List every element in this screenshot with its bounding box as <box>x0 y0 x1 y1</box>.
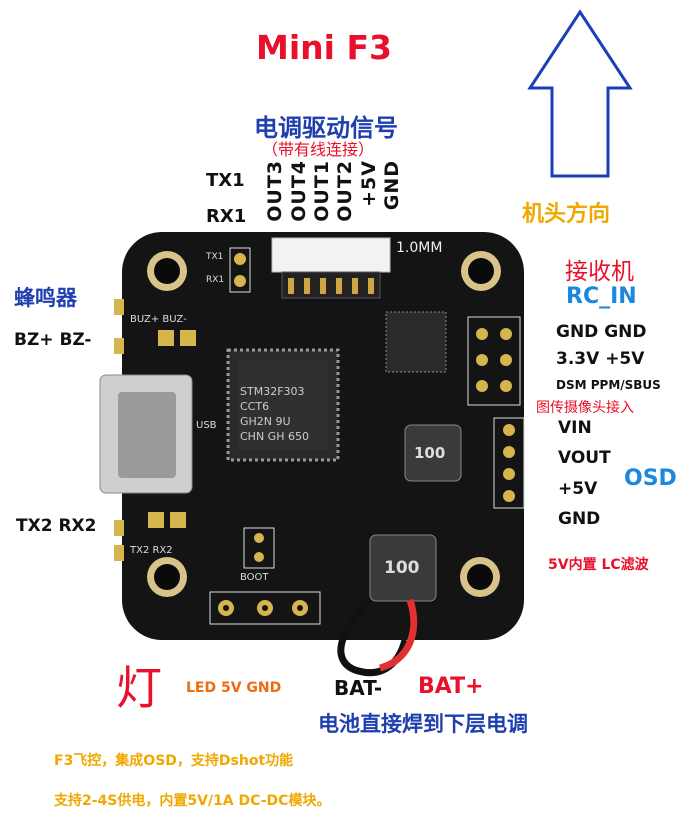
silk-tx1: TX1 <box>206 252 224 262</box>
buzzer-pads <box>114 299 196 354</box>
esc-connector <box>271 237 391 299</box>
osd-pin-vin: VIN <box>558 418 592 438</box>
osd-pin-vout: VOUT <box>558 448 611 468</box>
led-pins: LED 5V GND <box>186 680 282 696</box>
mounting-holes <box>147 251 501 597</box>
esc-signal-title: 电调驱动信号 <box>254 114 398 142</box>
direction-label: 机头方向 <box>522 202 611 227</box>
features-line2: 支持2-4S供电，内置5V/1A DC-DC模块。 <box>54 793 331 809</box>
mcu-chip <box>226 348 340 462</box>
receiver-row3: DSM PPM/SBUS <box>556 378 661 392</box>
buzzer-pins: BZ+ BZ- <box>14 330 92 350</box>
imu-chip <box>385 311 447 373</box>
silk-buz: BUZ+ BUZ- <box>130 314 187 325</box>
uart1-pads <box>229 247 251 293</box>
pin-5v: +5V <box>358 160 380 207</box>
silk-inductor-2: 100 <box>384 558 420 578</box>
uart1-rx: RX1 <box>206 206 247 227</box>
pin-out3: OUT3 <box>264 160 286 222</box>
osd-note: 图传摄像头接入 <box>536 400 634 416</box>
osd-pads <box>493 417 525 509</box>
silk-boot: BOOT <box>240 572 269 583</box>
pin-out2: OUT2 <box>334 160 356 222</box>
osd-label: OSD <box>624 466 677 491</box>
battery-wires <box>337 597 418 677</box>
silk-mcu1: STM32F303 <box>240 385 305 398</box>
esc-signal-subtitle: （带有线连接） <box>262 140 375 159</box>
receiver-row1: GND GND <box>556 322 647 342</box>
receiver-pads <box>467 316 521 406</box>
pin-out4: OUT4 <box>288 160 310 222</box>
inductor-2 <box>369 534 437 602</box>
osd-pin-gnd: GND <box>558 509 601 529</box>
buzzer-title: 蜂鸣器 <box>14 286 77 310</box>
silk-uart2: TX2 RX2 <box>130 545 173 556</box>
page-title: Mini F3 <box>256 28 392 67</box>
silk-usb: USB <box>196 420 217 431</box>
osd-pin-5v: +5V <box>558 479 598 499</box>
boot-pads <box>243 527 275 569</box>
uart2-pads <box>114 512 186 561</box>
silk-mcu3: GH2N 9U <box>240 415 291 428</box>
receiver-row2: 3.3V +5V <box>556 349 645 369</box>
receiver-subtitle: RC_IN <box>566 284 637 309</box>
led-pads <box>209 591 321 625</box>
osd-filter: 5V内置 LC滤波 <box>548 557 649 573</box>
usb-port <box>99 374 193 494</box>
direction-arrow-icon <box>527 9 633 178</box>
battery-pos: BAT+ <box>418 674 484 699</box>
battery-neg: BAT- <box>334 676 383 700</box>
battery-note: 电池直接焊到下层电调 <box>318 712 528 736</box>
inductor-1 <box>404 424 462 482</box>
silk-mcu2: CCT6 <box>240 400 270 413</box>
pin-out1: OUT1 <box>311 160 333 222</box>
silk-connector-size: 1.0MM <box>396 240 443 256</box>
led-char: 灯 <box>116 661 162 715</box>
pin-gnd: GND <box>381 160 403 211</box>
features-line1: F3飞控，集成OSD，支持Dshot功能 <box>54 753 294 769</box>
silk-inductor-1: 100 <box>414 444 446 462</box>
receiver-title: 接收机 <box>565 259 634 285</box>
uart1-tx: TX1 <box>206 170 245 191</box>
uart2-label: TX2 RX2 <box>16 516 97 536</box>
silk-rx1: RX1 <box>206 275 225 285</box>
silk-mcu4: CHN GH 650 <box>240 430 309 443</box>
